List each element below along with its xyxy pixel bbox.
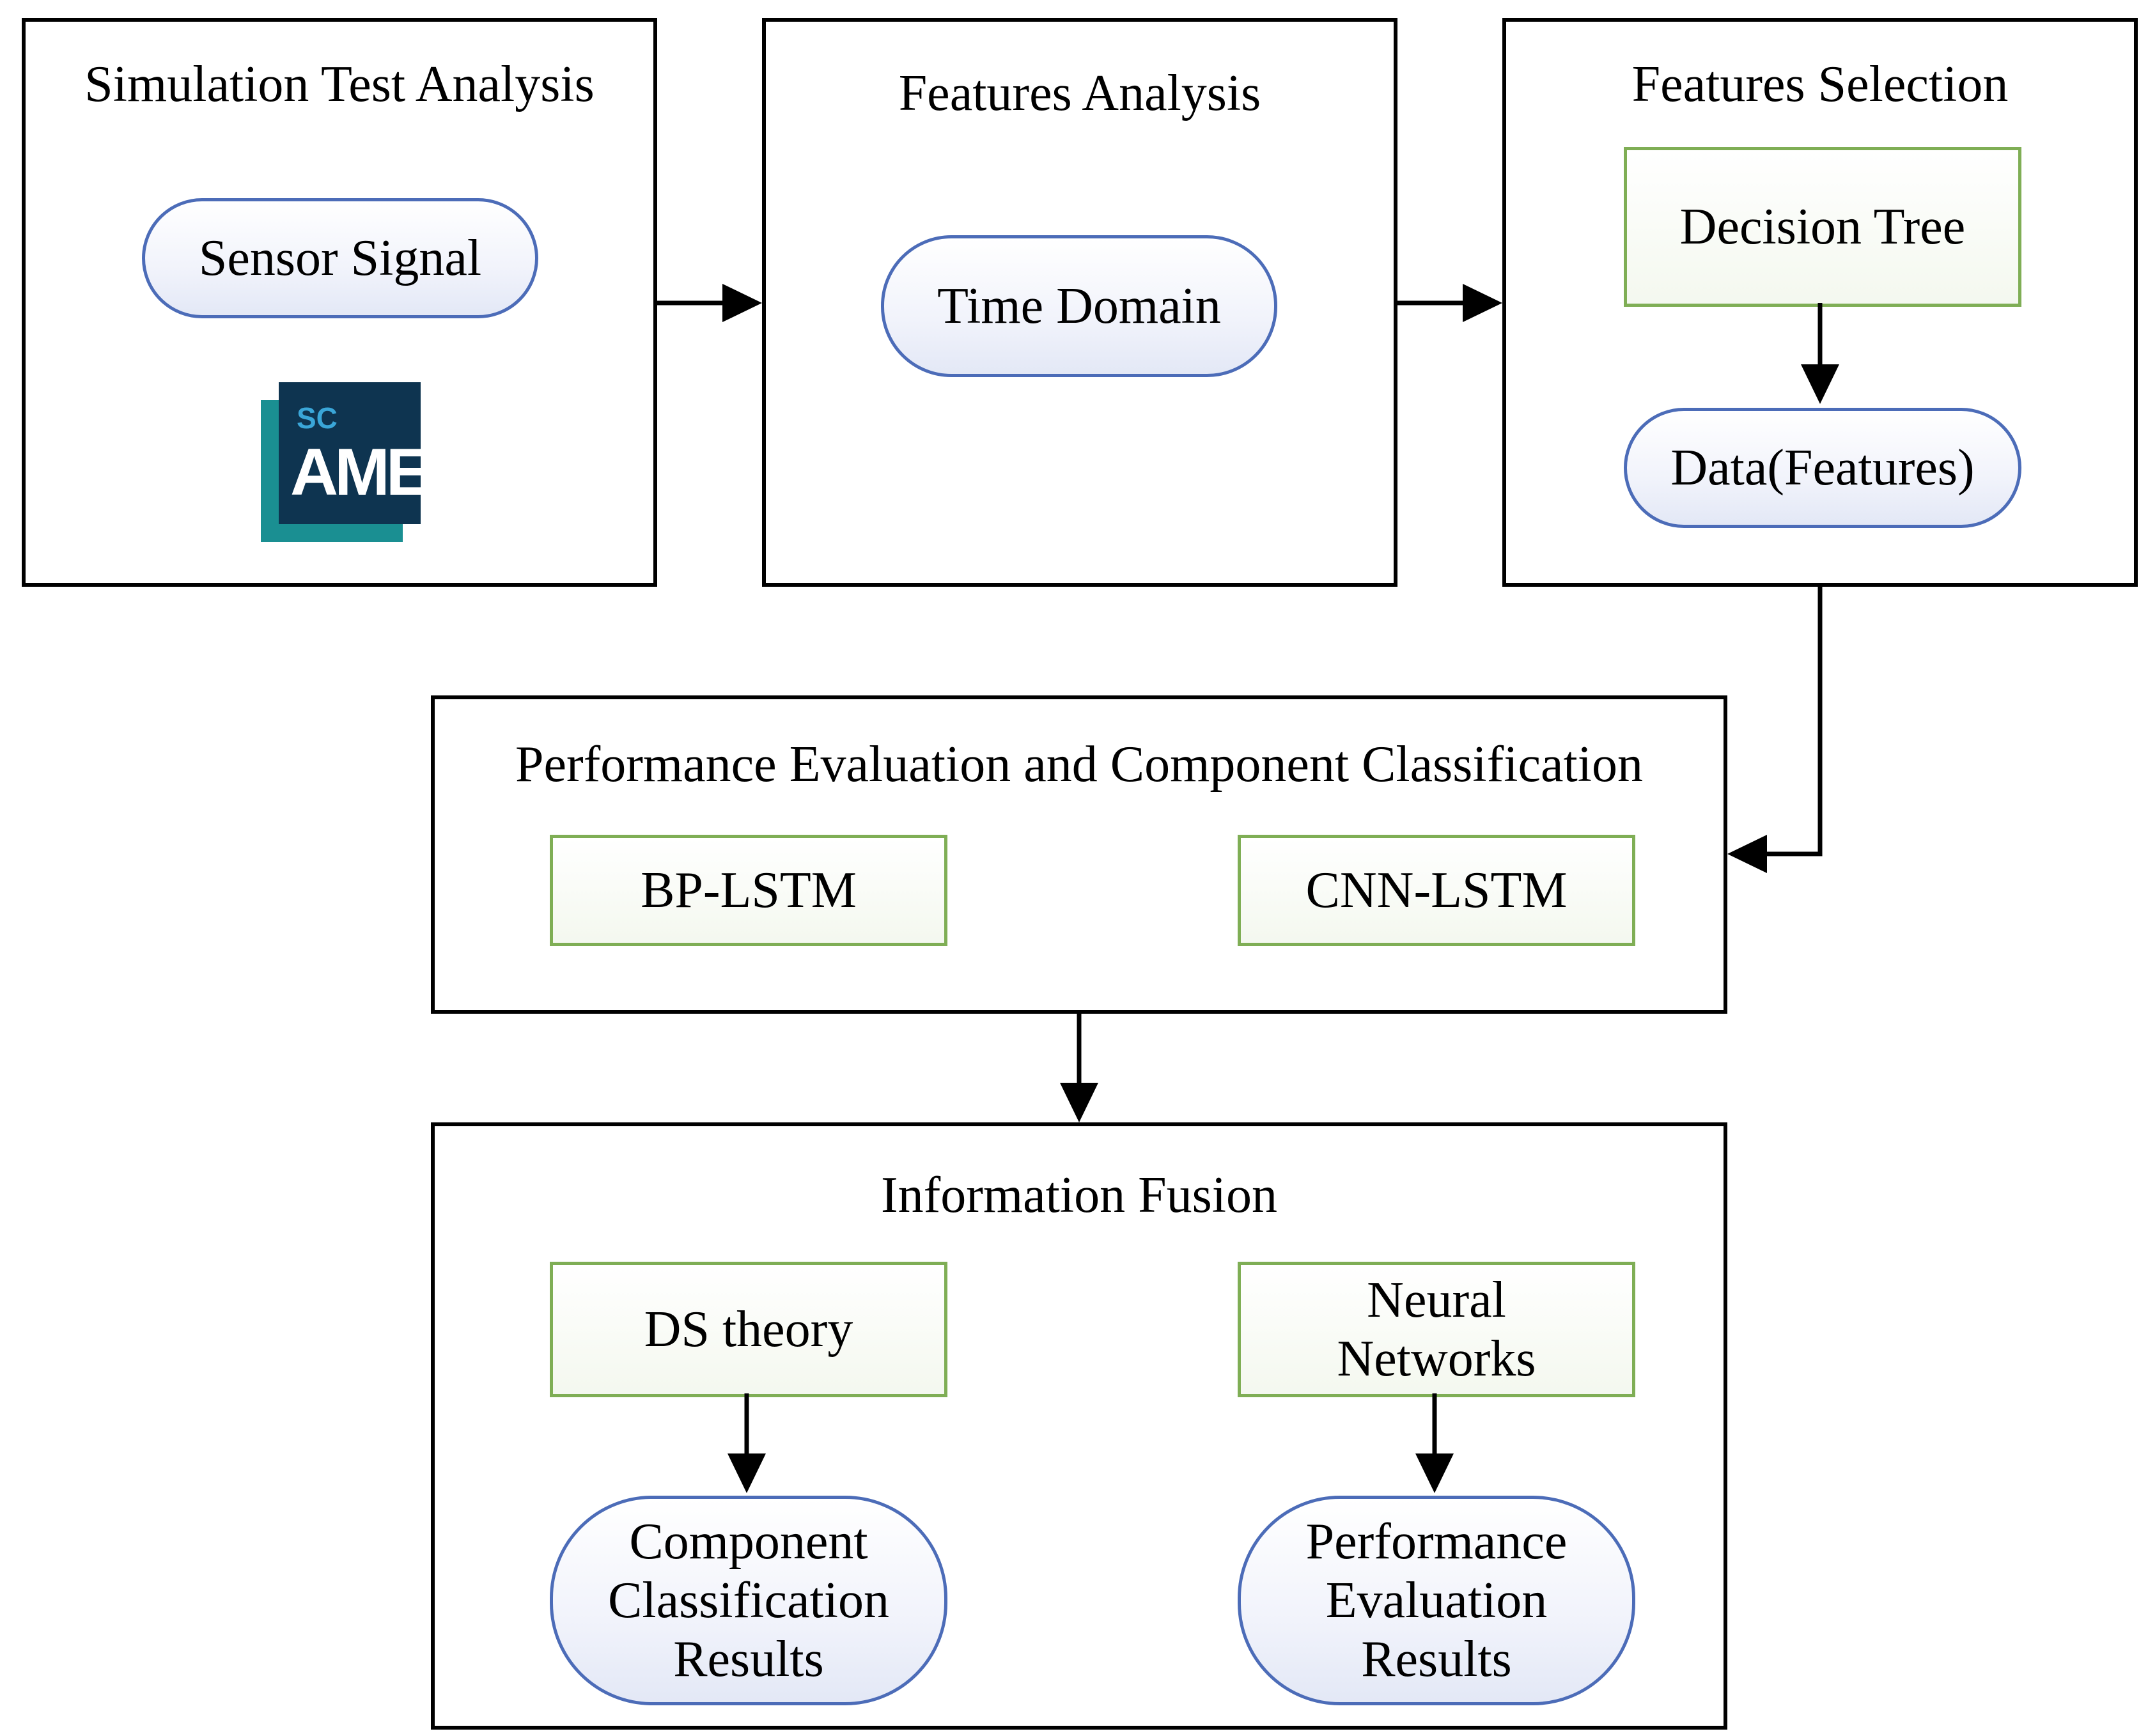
arrow-decision-tree-to-data-features [1801, 303, 1839, 404]
arrow-simulation-to-features-analysis [657, 284, 762, 322]
bp-lstm-label: BP-LSTM [641, 862, 857, 918]
arrow-ds-theory-to-component-results [728, 1393, 766, 1493]
data-features-node: Data(Features) [1624, 408, 2021, 528]
component-classification-results-node: Component Classification Results [550, 1496, 947, 1705]
information-fusion-frame: Information Fusion DS theory Neural Netw… [431, 1122, 1727, 1730]
decision-tree-label: Decision Tree [1679, 199, 1966, 255]
time-domain-label: Time Domain [937, 278, 1221, 334]
logo-large-text: AME [290, 435, 421, 509]
arrow-neural-networks-to-performance-results [1415, 1393, 1454, 1493]
decision-tree-node: Decision Tree [1624, 147, 2021, 307]
ds-theory-node: DS theory [550, 1262, 947, 1397]
information-fusion-title: Information Fusion [881, 1167, 1277, 1223]
sensor-signal-label: Sensor Signal [198, 230, 482, 286]
cnn-lstm-label: CNN-LSTM [1305, 862, 1568, 918]
performance-evaluation-results-node: Performance Evaluation Results [1238, 1496, 1635, 1705]
performance-evaluation-title: Performance Evaluation and Component Cla… [515, 736, 1643, 793]
arrow-selection-to-performance [1727, 587, 1823, 873]
simulation-test-analysis-frame: Simulation Test Analysis Sensor Signal S… [22, 18, 657, 587]
logo-small-text: SC [297, 401, 338, 435]
cnn-lstm-node: CNN-LSTM [1238, 835, 1635, 946]
neural-networks-node: Neural Networks [1238, 1262, 1635, 1397]
performance-evaluation-results-label: Performance Evaluation Results [1305, 1514, 1568, 1687]
ds-theory-label: DS theory [644, 1301, 853, 1358]
arrow-performance-to-fusion [1060, 1014, 1098, 1122]
sensor-signal-node: Sensor Signal [142, 198, 538, 318]
arrow-features-analysis-to-selection [1397, 284, 1502, 322]
logo-dark-front [279, 382, 421, 524]
data-features-label: Data(Features) [1670, 440, 1975, 496]
bp-lstm-node: BP-LSTM [550, 835, 947, 946]
component-classification-results-label: Component Classification Results [608, 1514, 889, 1687]
simulation-test-analysis-title: Simulation Test Analysis [84, 56, 595, 112]
features-selection-frame: Features Selection Decision Tree Data(Fe… [1502, 18, 2138, 587]
time-domain-node: Time Domain [881, 235, 1277, 377]
features-analysis-frame: Features Analysis Time Domain [762, 18, 1397, 587]
features-analysis-title: Features Analysis [898, 65, 1261, 121]
performance-evaluation-frame: Performance Evaluation and Component Cla… [431, 695, 1727, 1014]
neural-networks-label: Neural Networks [1337, 1272, 1536, 1387]
features-selection-title: Features Selection [1631, 56, 2009, 112]
simcenter-amesim-logo-icon: SC AME [261, 382, 421, 542]
